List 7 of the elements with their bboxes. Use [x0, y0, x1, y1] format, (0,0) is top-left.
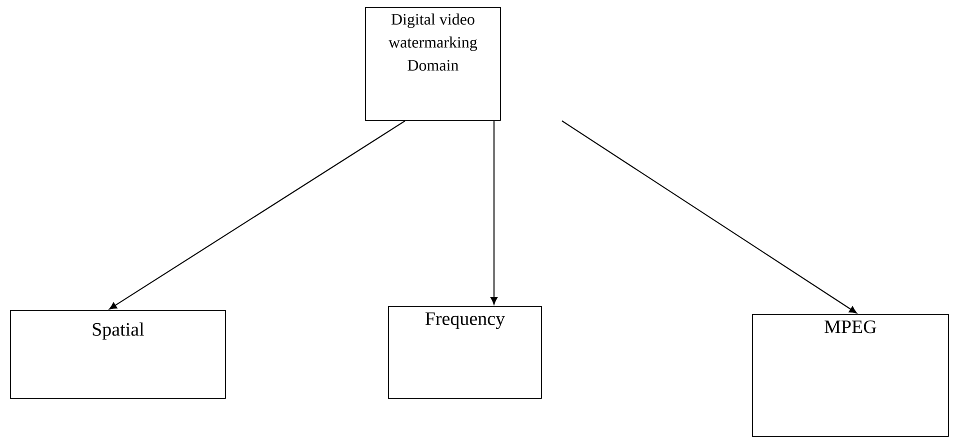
arrow: [562, 120, 857, 314]
domain-box: Digital video watermarking Domain: [365, 7, 501, 121]
category-box: Frequency: [388, 306, 542, 399]
category-box: MPEG: [752, 314, 949, 437]
arrow: [109, 120, 406, 310]
category-box: Spatial: [10, 310, 226, 399]
arrow: [490, 120, 498, 305]
